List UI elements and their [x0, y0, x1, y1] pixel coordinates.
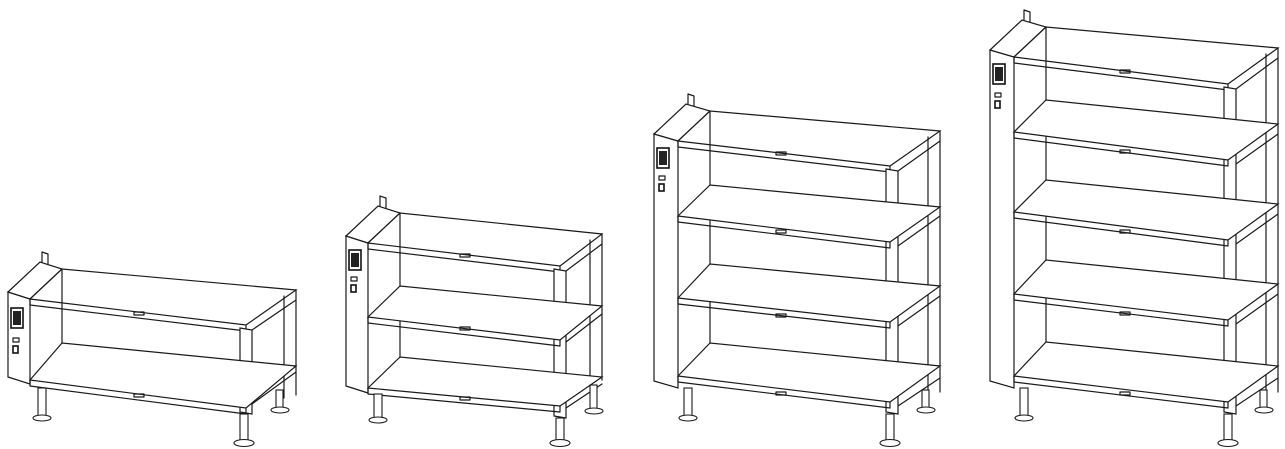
leg-front-right [879, 413, 901, 448]
leg-back-right [584, 384, 604, 415]
unit-1 [6, 251, 298, 448]
bottom-shelf [366, 356, 604, 407]
leg-front-right [1217, 413, 1239, 448]
outlet-icon [994, 100, 1001, 109]
mount-bracket [1023, 9, 1031, 23]
leg-front-left [1014, 387, 1034, 422]
mount-bracket [687, 93, 695, 107]
top-shelf [366, 212, 604, 267]
bottom-shelf [28, 342, 298, 409]
top-shelf [1012, 26, 1280, 85]
shelf-3 [676, 263, 942, 323]
outlet-icon [658, 183, 665, 192]
top-shelf [28, 268, 298, 326]
outlet-icon [350, 284, 357, 293]
mount-bracket [41, 251, 49, 265]
unit-3 [652, 93, 942, 448]
mount-bracket [379, 195, 387, 209]
leg-front-right [549, 417, 571, 448]
unit-4 [988, 9, 1280, 448]
leg-front-right [233, 413, 255, 448]
switch-icon [350, 276, 358, 282]
shelf-3 [1012, 179, 1280, 241]
bottom-shelf [1012, 341, 1280, 403]
unit-2 [344, 195, 604, 448]
control-panel-side [989, 49, 1015, 389]
shelf-4 [1012, 259, 1280, 321]
switch-icon [658, 175, 666, 181]
bottom-shelf [676, 342, 942, 403]
switch-icon [12, 337, 20, 343]
leg-front-left [32, 387, 52, 422]
leg-back-right [270, 389, 290, 414]
leg-front-left [368, 393, 388, 424]
outlet-icon [12, 345, 19, 354]
leg-front-left [678, 387, 698, 422]
shelf-2 [676, 184, 942, 243]
shelf-2 [1012, 99, 1280, 161]
switch-icon [994, 92, 1002, 98]
middle-shelf [366, 285, 604, 341]
control-panel-side [653, 133, 679, 389]
leg-back-right [916, 389, 936, 414]
top-shelf [676, 110, 942, 167]
leg-back-right [1254, 389, 1274, 414]
